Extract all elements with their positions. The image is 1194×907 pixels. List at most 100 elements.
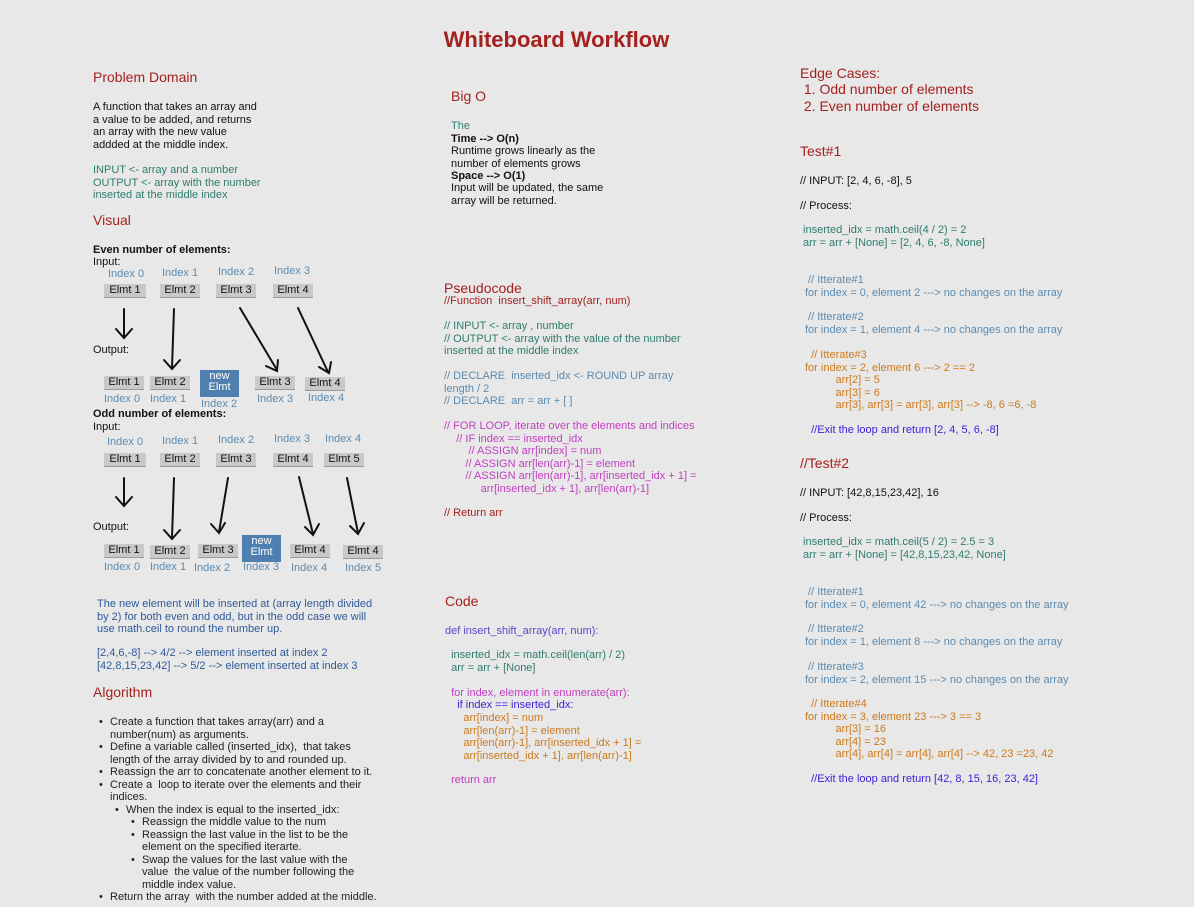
- arrowhead-even-3: [265, 359, 279, 373]
- odd-out-elmt-3: Elmt 3: [198, 544, 238, 558]
- algorithm-step-1: Create a function that takes array(arr) …: [99, 716, 393, 741]
- odd-out-elmt-4: Elmt 4: [290, 544, 330, 558]
- edge-cases-list: 1. Odd number of elements 2. Even number…: [803, 81, 979, 114]
- even-in-index-2: Index 2: [218, 266, 255, 278]
- even-label: Even number of elements:: [93, 244, 231, 256]
- arrowhead-odd-3: [210, 522, 226, 535]
- even-out-elmt-2: Elmt 2: [150, 376, 190, 390]
- even-out-index-2: Index 2: [201, 398, 238, 410]
- odd-output-label: Output:: [93, 521, 130, 533]
- odd-in-index-2: Index 2: [218, 434, 255, 446]
- code-def: def insert_shift_array(arr, num):: [445, 625, 599, 637]
- code-loop: for index, element in enumerate(arr):: [445, 687, 630, 699]
- arrowhead-odd-1: [115, 496, 133, 508]
- code-return: return arr: [445, 774, 497, 786]
- visual-examples: [2,4,6,-8] --> 4/2 --> element inserted …: [97, 647, 358, 672]
- arrowhead-odd-5: [349, 522, 365, 536]
- test2-exit: //Exit the loop and return [42, 8, 15, 1…: [805, 773, 1038, 785]
- test2-iter-3: // Itterate#3 for index = 2, element 15 …: [805, 661, 1069, 686]
- even-out-index-1: Index 1: [150, 393, 187, 405]
- algorithm-final-step: Return the array with the number added a…: [99, 891, 393, 904]
- test2-setup: inserted_idx = math.ceil(5 / 2) = 2.5 = …: [803, 536, 1006, 561]
- pseudocode-return: // Return arr: [444, 507, 503, 519]
- arrow-even-4: [297, 307, 329, 373]
- bigo-space-label: Space --> O(1): [451, 170, 526, 182]
- pseudocode-func: //Function insert_shift_array(arr, num): [444, 295, 631, 307]
- test1-iter-3: // Itterate#3 for index = 2, element 6 -…: [805, 349, 1037, 411]
- odd-out-index-2: Index 2: [194, 562, 231, 574]
- odd-in-index-0: Index 0: [107, 436, 144, 448]
- code-if: if index == inserted_idx:: [445, 699, 574, 711]
- code-body-2: arr[index] = num arr[len(arr)-1] = eleme…: [463, 712, 642, 762]
- even-input-label: Input:: [93, 256, 121, 268]
- odd-in-index-1: Index 1: [162, 435, 199, 447]
- even-in-elmt-3: Elmt 3: [216, 284, 256, 298]
- even-out-elmt-4: Elmt 4: [305, 377, 345, 391]
- algorithm-step-3: Reassign the arr to concatenate another …: [99, 766, 393, 779]
- test1-iter-2: // Itterate#2 for index = 1, element 4 -…: [805, 311, 1063, 336]
- odd-out-index-5: Index 5: [345, 562, 382, 574]
- even-in-index-3: Index 3: [274, 265, 311, 277]
- odd-out-index-1: Index 1: [150, 561, 187, 573]
- algorithm-heading: Algorithm: [93, 684, 153, 700]
- odd-in-elmt-5: Elmt 5: [324, 453, 364, 467]
- test2-input: // INPUT: [42,8,15,23,42], 16: [800, 487, 939, 499]
- arrowhead-even-4: [318, 361, 332, 375]
- algorithm-sub-sub-step-2: Reassign the last value in the list to b…: [131, 829, 393, 854]
- test1-iter-1: // Itterate#1 for index = 0, element 2 -…: [805, 274, 1063, 299]
- arrow-even-2: [171, 308, 175, 369]
- problem-domain-heading: Problem Domain: [93, 69, 198, 85]
- visual-arrows: [115, 307, 365, 541]
- even-in-index-0: Index 0: [108, 268, 145, 280]
- code-heading: Code: [445, 593, 479, 609]
- bigo-time-label: Time --> O(n): [451, 133, 519, 145]
- odd-out-index-0: Index 0: [104, 561, 141, 573]
- even-in-elmt-1: Elmt 1: [104, 284, 146, 298]
- odd-in-elmt-3: Elmt 3: [216, 453, 256, 467]
- even-out-elmt-3: Elmt 3: [255, 376, 295, 390]
- algorithm-sub-sub-step-3: Swap the values for the last value with …: [131, 854, 393, 892]
- test1-heading: Test#1: [800, 143, 842, 159]
- pseudocode-declare: // DECLARE inserted_idx <- ROUND UP arra…: [444, 370, 674, 407]
- odd-out-index-3: Index 3: [243, 561, 280, 573]
- test1-process: // Process:: [800, 200, 852, 212]
- odd-out-elmt-1: Elmt 1: [104, 544, 144, 558]
- arrowhead-odd-4: [304, 523, 320, 537]
- test2-iter-2: // Itterate#2 for index = 1, element 8 -…: [805, 623, 1063, 648]
- algorithm-list: Create a function that takes array(arr) …: [93, 716, 393, 904]
- visual-heading: Visual: [93, 212, 131, 228]
- page-title: Whiteboard Workflow: [443, 27, 670, 52]
- bigo-space-desc: Input will be updated, the same array wi…: [451, 182, 604, 207]
- odd-input-label: Input:: [93, 421, 121, 433]
- algorithm-step-2: Define a variable called (inserted_idx),…: [99, 741, 393, 766]
- even-in-index-1: Index 1: [162, 267, 199, 279]
- algorithm-sub-sub-step-1: Reassign the middle value to the num: [131, 816, 393, 829]
- bigo-heading: Big O: [451, 88, 487, 104]
- pseudocode-heading: Pseudocode: [444, 280, 522, 296]
- arrow-odd-2: [171, 477, 175, 539]
- odd-in-index-4: Index 4: [325, 433, 362, 445]
- test2-iter-1: // Itterate#1 for index = 0, element 42 …: [805, 586, 1069, 611]
- algorithm-step-4: Create a loop to iterate over the elemen…: [99, 779, 393, 804]
- pseudocode-loop: // FOR LOOP, iterate over the elements a…: [444, 420, 697, 495]
- visual-explanation: The new element will be inserted at (arr…: [97, 598, 373, 635]
- even-output-label: Output:: [93, 344, 130, 356]
- even-in-elmt-4: Elmt 4: [273, 284, 313, 298]
- odd-out-elmt-2: Elmt 2: [150, 545, 190, 559]
- odd-in-elmt-1: Elmt 1: [104, 453, 146, 467]
- edge-cases-heading: Edge Cases:: [800, 65, 881, 81]
- test1-setup: inserted_idx = math.ceil(4 / 2) = 2 arr …: [803, 224, 985, 249]
- even-out-elmt-1: Elmt 1: [104, 376, 144, 390]
- arrowhead-even-1: [115, 328, 133, 340]
- test2-iter-4: // Itterate#4 for index = 3, element 23 …: [805, 698, 1054, 760]
- odd-out-new-elmt: new Elmt: [242, 535, 281, 562]
- odd-out-index-4: Index 4: [291, 562, 328, 574]
- even-out-index-3: Index 3: [257, 393, 294, 405]
- bigo-time-desc: Runtime grows linearly as the number of …: [451, 145, 596, 170]
- test2-heading: //Test#2: [800, 455, 850, 471]
- arrowhead-odd-2: [163, 529, 181, 541]
- test2-process: // Process:: [800, 512, 852, 524]
- odd-out-elmt-5: Elmt 4: [343, 545, 383, 559]
- odd-in-elmt-4: Elmt 4: [273, 453, 313, 467]
- even-out-index-0: Index 0: [104, 393, 141, 405]
